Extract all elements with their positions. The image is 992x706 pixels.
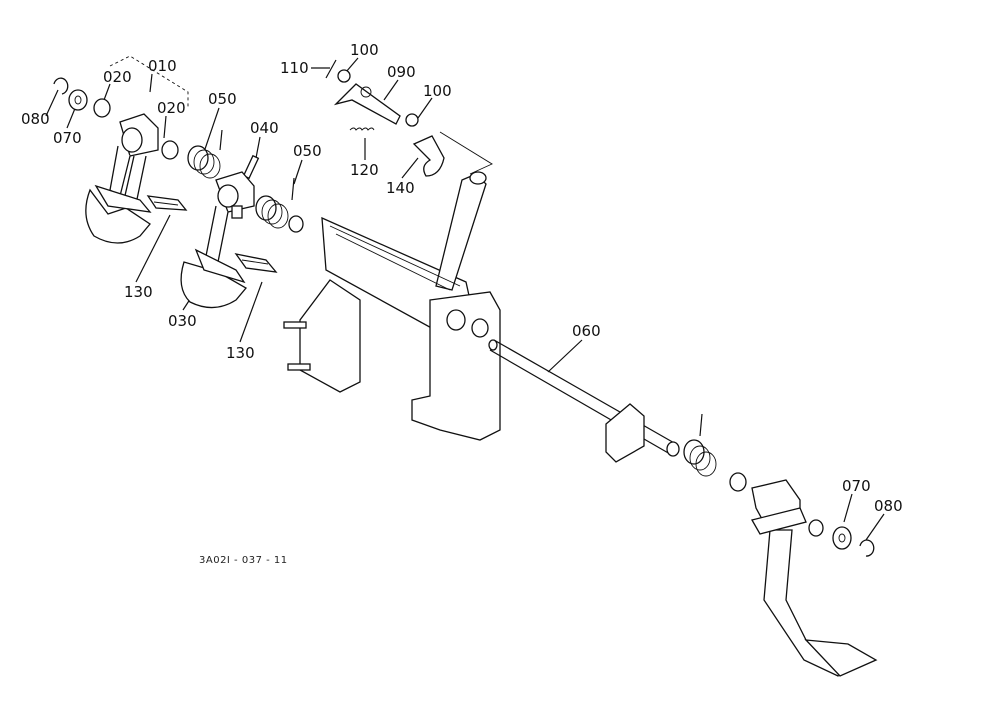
label-060: 060	[572, 322, 601, 340]
hook-140	[412, 135, 445, 177]
pedal-pad-130-right	[234, 253, 278, 273]
bushing-right	[729, 472, 824, 537]
label-080-right: 080	[874, 497, 903, 515]
pedal-pad-130-left	[146, 195, 188, 211]
washer-070-left	[68, 89, 88, 111]
label-020-upper: 020	[103, 68, 132, 86]
spring-050-right	[255, 177, 295, 229]
lever-090	[333, 83, 401, 125]
clip-080-left	[53, 77, 69, 95]
label-140: 140	[386, 179, 415, 197]
spring-120	[349, 127, 375, 131]
bushing-small-mid	[288, 215, 304, 233]
drawing-code: 3A02I - 037 - 11	[199, 555, 288, 566]
label-070-right: 070	[842, 477, 871, 495]
cross-shaft-060	[488, 339, 680, 463]
label-110: 110	[280, 59, 309, 77]
brake-pedal-030	[180, 171, 255, 309]
label-050-right: 050	[293, 142, 322, 160]
pin-110	[325, 59, 337, 79]
label-130-left: 130	[124, 283, 153, 301]
leader-lines	[45, 55, 885, 541]
clutch-pedal-right	[751, 479, 878, 677]
label-120: 120	[350, 161, 379, 179]
clip-080-right	[859, 539, 875, 557]
label-100-top: 100	[350, 41, 379, 59]
label-050-left: 050	[208, 90, 237, 108]
pedal-bracket	[283, 171, 501, 441]
washer-070-right	[832, 526, 852, 550]
spring-050-left	[187, 129, 223, 179]
washer-100-top	[337, 69, 351, 83]
bushing-020-left	[93, 98, 179, 160]
label-070-left: 070	[53, 129, 82, 147]
spring-right	[683, 413, 717, 477]
label-030: 030	[168, 312, 197, 330]
pin-040	[242, 154, 260, 180]
washer-100-right	[405, 113, 419, 127]
label-130-right: 130	[226, 344, 255, 362]
label-010: 010	[148, 57, 177, 75]
label-100-right: 100	[423, 82, 452, 100]
label-080-left: 080	[21, 110, 50, 128]
left-pedal-arm	[85, 113, 159, 244]
label-040: 040	[250, 119, 279, 137]
label-020-lower: 020	[157, 99, 186, 117]
label-090: 090	[387, 63, 416, 81]
